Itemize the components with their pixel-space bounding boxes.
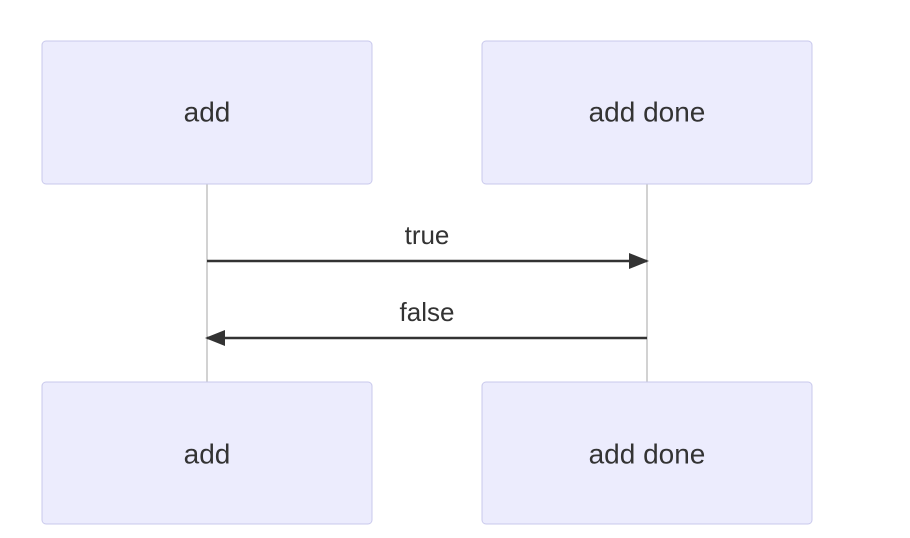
actor-label-add-bottom: add	[184, 439, 231, 470]
actor-box-add-top	[41, 40, 373, 185]
actor-box-add-bottom	[41, 381, 373, 525]
actor-box-add-done-bottom	[481, 381, 813, 525]
message-false: false	[205, 297, 647, 346]
actor-box-add-done-top	[481, 40, 813, 185]
actor-add-bottom: add	[41, 381, 373, 525]
actor-add-top: add	[41, 40, 373, 185]
actor-label-add-top: add	[184, 97, 231, 128]
actor-label-add-done-bottom: add done	[589, 439, 706, 470]
actor-add-done-top: add done	[481, 40, 813, 185]
message-label-false: false	[400, 297, 455, 327]
message-true: true	[207, 220, 649, 269]
actor-label-add-done-top: add done	[589, 97, 706, 128]
message-label-true: true	[405, 220, 450, 250]
actor-add-done-bottom: add done	[481, 381, 813, 525]
